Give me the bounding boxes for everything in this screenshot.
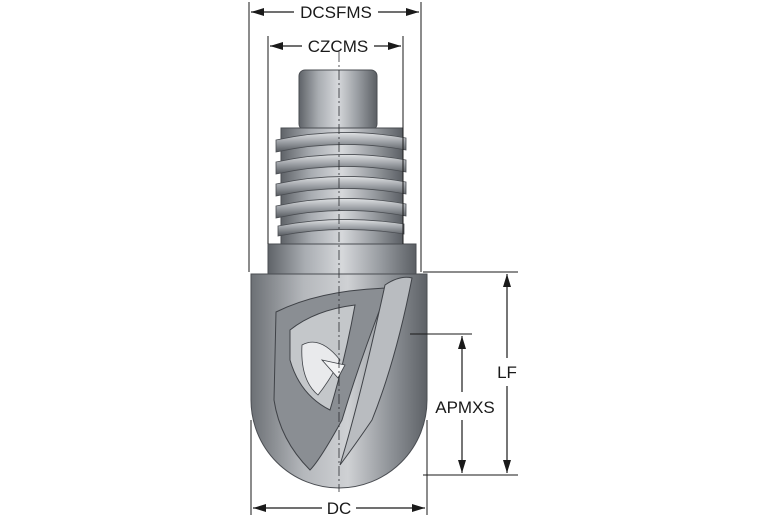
- dc-label: DC: [327, 499, 352, 518]
- dim-dc: DC: [253, 499, 425, 518]
- thread-ridges: [275, 132, 407, 237]
- dim-dcsfms: DCSFMS: [251, 3, 419, 22]
- shank: [298, 69, 378, 131]
- czcms-label: CZCMS: [308, 37, 368, 56]
- dcsfms-label: DCSFMS: [300, 3, 372, 22]
- extension-lines: [248, 2, 518, 515]
- neck: [267, 243, 417, 275]
- dim-lf: LF: [497, 274, 517, 473]
- apmxs-label: APMXS: [435, 398, 495, 417]
- dim-czcms: CZCMS: [270, 37, 401, 56]
- dim-apmxs: APMXS: [435, 336, 495, 473]
- tool-body: [250, 52, 428, 492]
- lf-label: LF: [497, 363, 517, 382]
